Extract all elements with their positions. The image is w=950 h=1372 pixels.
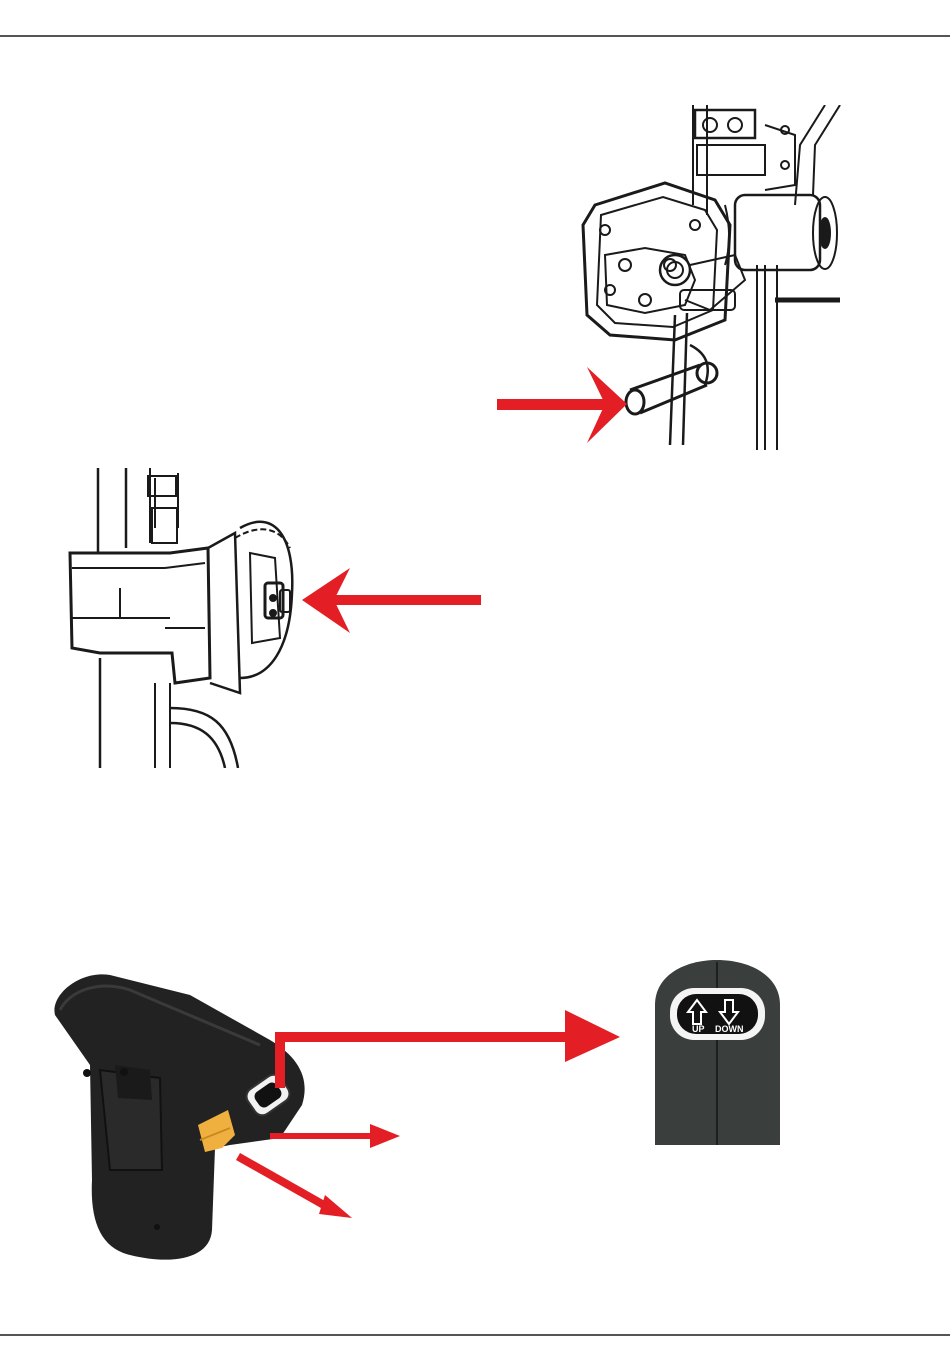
crank-handle-drawing <box>495 105 845 450</box>
header-rule <box>0 35 950 37</box>
button-closeup-figure: UP DOWN <box>655 960 780 1145</box>
hand-control-figure <box>40 970 630 1270</box>
rotary-knob-drawing <box>60 468 490 768</box>
down-label: DOWN <box>715 1024 744 1034</box>
rotary-knob-figure <box>60 468 490 768</box>
hand-pendant-photo <box>40 970 630 1270</box>
up-label: UP <box>692 1024 705 1034</box>
footer-rule <box>0 1334 950 1336</box>
up-down-button-closeup: UP DOWN <box>655 960 780 1145</box>
crank-handle-figure <box>495 105 845 450</box>
